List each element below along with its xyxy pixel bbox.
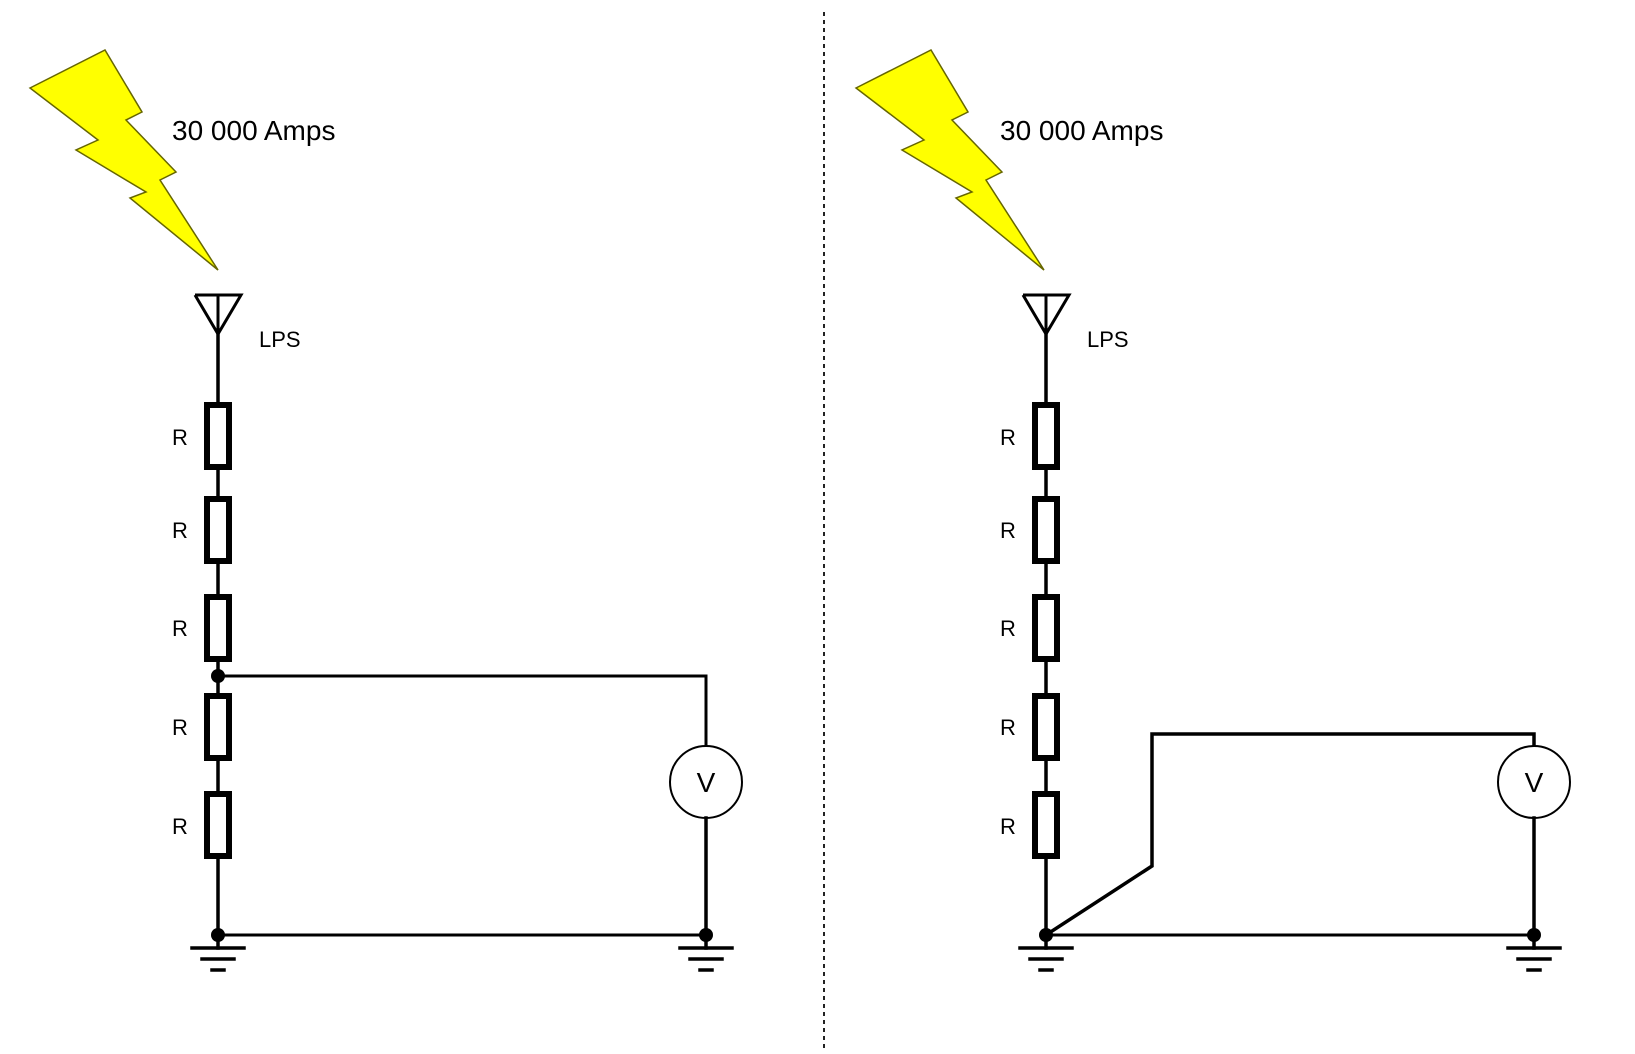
resistor-5 [204, 791, 232, 859]
resistor-4 [1032, 693, 1060, 761]
resistor-1 [204, 402, 232, 470]
ground-icon [1018, 933, 1074, 972]
resistor-label-5: R [1000, 814, 1016, 839]
resistor-2 [1032, 496, 1060, 564]
lightning-bolt-icon [28, 49, 219, 271]
resistor-label-4: R [1000, 715, 1016, 740]
current-label: 30 000 Amps [172, 115, 335, 146]
voltmeter-label: V [1525, 767, 1544, 798]
resistor-label-2: R [1000, 518, 1016, 543]
left-panel: 30 000 Amps LPS R R R R R V [28, 49, 743, 972]
resistor-label-1: R [1000, 425, 1016, 450]
current-label: 30 000 Amps [1000, 115, 1163, 146]
lps-label: LPS [259, 327, 301, 352]
meter-upper-wire [1043, 732, 1536, 938]
ground-icon [678, 933, 734, 972]
resistor-3 [1032, 594, 1060, 662]
resistor-3 [204, 594, 232, 662]
ground-icon [1506, 933, 1562, 972]
resistor-label-4: R [172, 715, 188, 740]
resistor-1 [1032, 402, 1060, 470]
resistor-5 [1032, 791, 1060, 859]
right-panel: 30 000 Amps LPS R R R R R V [854, 49, 1571, 972]
resistor-label-2: R [172, 518, 188, 543]
meter-upper-wire [218, 674, 708, 750]
resistor-label-3: R [172, 616, 188, 641]
resistor-label-5: R [172, 814, 188, 839]
ground-icon [190, 933, 246, 972]
resistor-label-3: R [1000, 616, 1016, 641]
resistor-label-1: R [172, 425, 188, 450]
lightning-bolt-icon [854, 49, 1045, 271]
resistor-2 [204, 496, 232, 564]
lps-label: LPS [1087, 327, 1129, 352]
resistor-4 [204, 693, 232, 761]
voltmeter-label: V [697, 767, 716, 798]
